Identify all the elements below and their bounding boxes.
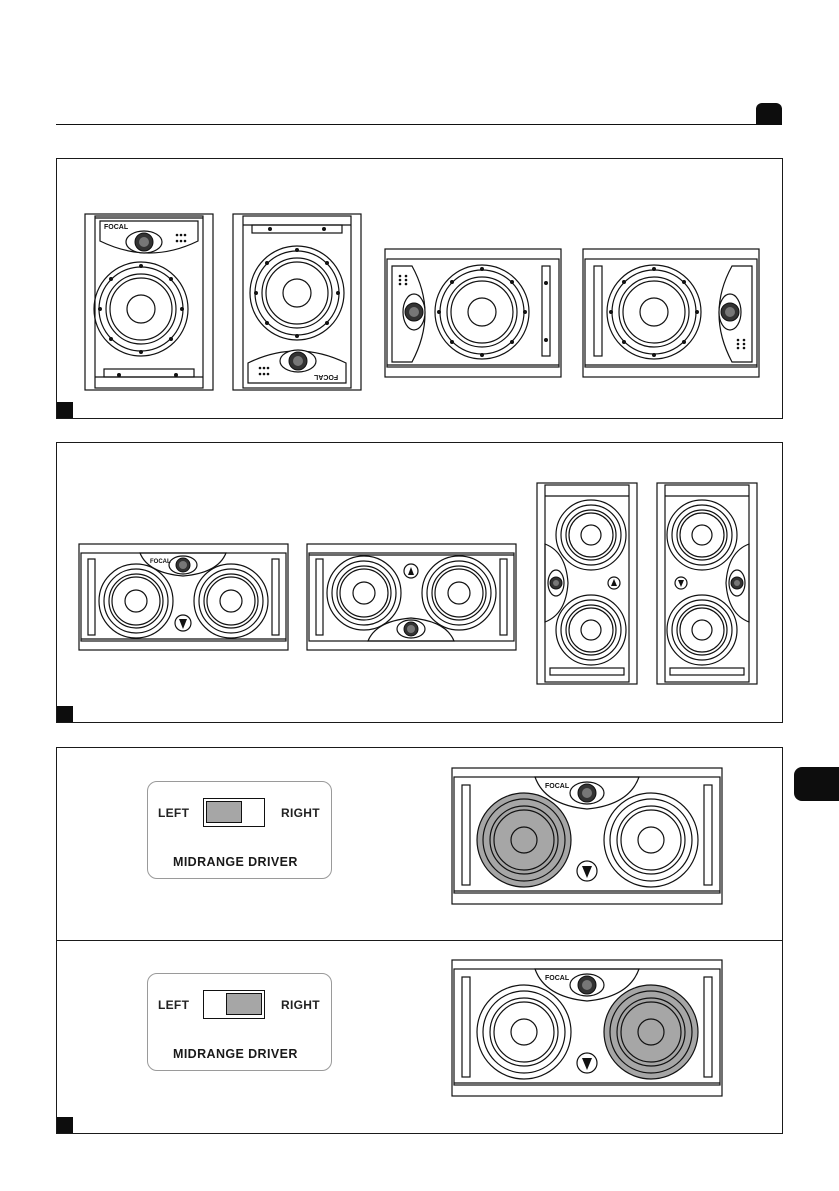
speaker-woofer-icon — [94, 262, 188, 356]
switch-knob — [226, 993, 262, 1015]
speaker-tweeter-icon — [578, 976, 596, 994]
switch-left-label: LEFT — [158, 998, 189, 1012]
focal-logo-icon — [675, 577, 687, 589]
header-rule — [56, 124, 782, 125]
speaker-tweeter-icon — [405, 303, 423, 321]
speaker-tweeter-icon — [721, 303, 739, 321]
switch-caption: MIDRANGE DRIVER — [173, 855, 298, 869]
brand-text: FOCAL — [545, 783, 570, 790]
switch-caption: MIDRANGE DRIVER — [173, 1047, 298, 1061]
speaker-woofer-icon — [477, 985, 571, 1079]
speaker-tweeter-icon — [289, 352, 307, 370]
switch-right-label: RIGHT — [281, 806, 320, 820]
switch-left-label: LEFT — [158, 806, 189, 820]
page-tab-marker — [756, 103, 782, 125]
speaker-left-midrange-active: FOCAL — [451, 767, 723, 905]
midrange-switch-right-box: LEFT RIGHT MIDRANGE DRIVER — [147, 973, 332, 1071]
speaker-tweeter-icon — [135, 233, 153, 251]
speaker-right-midrange-active: FOCAL — [451, 959, 723, 1097]
panel-1-marker — [57, 402, 73, 418]
speaker-horizontal-tweeter-left — [384, 248, 562, 378]
speaker-dual-horizontal-tweeter-top: FOCAL — [78, 543, 289, 651]
speaker-woofer-icon — [604, 793, 698, 887]
speaker-dual-horizontal-tweeter-bottom — [306, 543, 517, 651]
speaker-tweeter-icon — [404, 622, 418, 636]
switch-knob — [206, 801, 242, 823]
focal-logo-icon — [577, 1053, 597, 1073]
speaker-woofer-icon — [607, 265, 701, 359]
speaker-woofer-icon — [604, 985, 698, 1079]
switch-right-label: RIGHT — [281, 998, 320, 1012]
focal-logo-icon — [175, 615, 191, 631]
midrange-switch-left[interactable] — [203, 798, 265, 827]
panel-3-marker — [57, 1117, 73, 1133]
speaker-tweeter-icon — [578, 784, 596, 802]
speaker-dual-vertical-tweeter-left — [536, 482, 638, 685]
brand-text: FOCAL — [150, 559, 171, 565]
speaker-tweeter-icon — [176, 558, 190, 572]
focal-logo-icon — [577, 861, 597, 881]
speaker-woofer-icon — [477, 793, 571, 887]
speaker-vertical-tweeter-bottom: FOCAL — [232, 213, 362, 391]
speaker-horizontal-tweeter-right — [582, 248, 760, 378]
speaker-tweeter-icon — [731, 577, 743, 589]
panel-3-divider — [56, 940, 783, 941]
speaker-tweeter-icon — [550, 577, 562, 589]
speaker-woofer-icon — [435, 265, 529, 359]
brand-text: FOCAL — [104, 224, 129, 231]
focal-logo-icon — [404, 564, 418, 578]
speaker-dual-vertical-tweeter-right — [656, 482, 758, 685]
side-tab-marker — [794, 767, 839, 801]
midrange-switch-left-box: LEFT RIGHT MIDRANGE DRIVER — [147, 781, 332, 879]
speaker-woofer-icon — [250, 246, 344, 340]
brand-text: FOCAL — [545, 975, 570, 982]
midrange-switch-right[interactable] — [203, 990, 265, 1019]
speaker-vertical-tweeter-top: FOCAL — [84, 213, 214, 391]
speaker-woofer-icon — [327, 556, 496, 630]
panel-2-marker — [57, 706, 73, 722]
brand-text: FOCAL — [313, 373, 338, 380]
focal-logo-icon — [608, 577, 620, 589]
